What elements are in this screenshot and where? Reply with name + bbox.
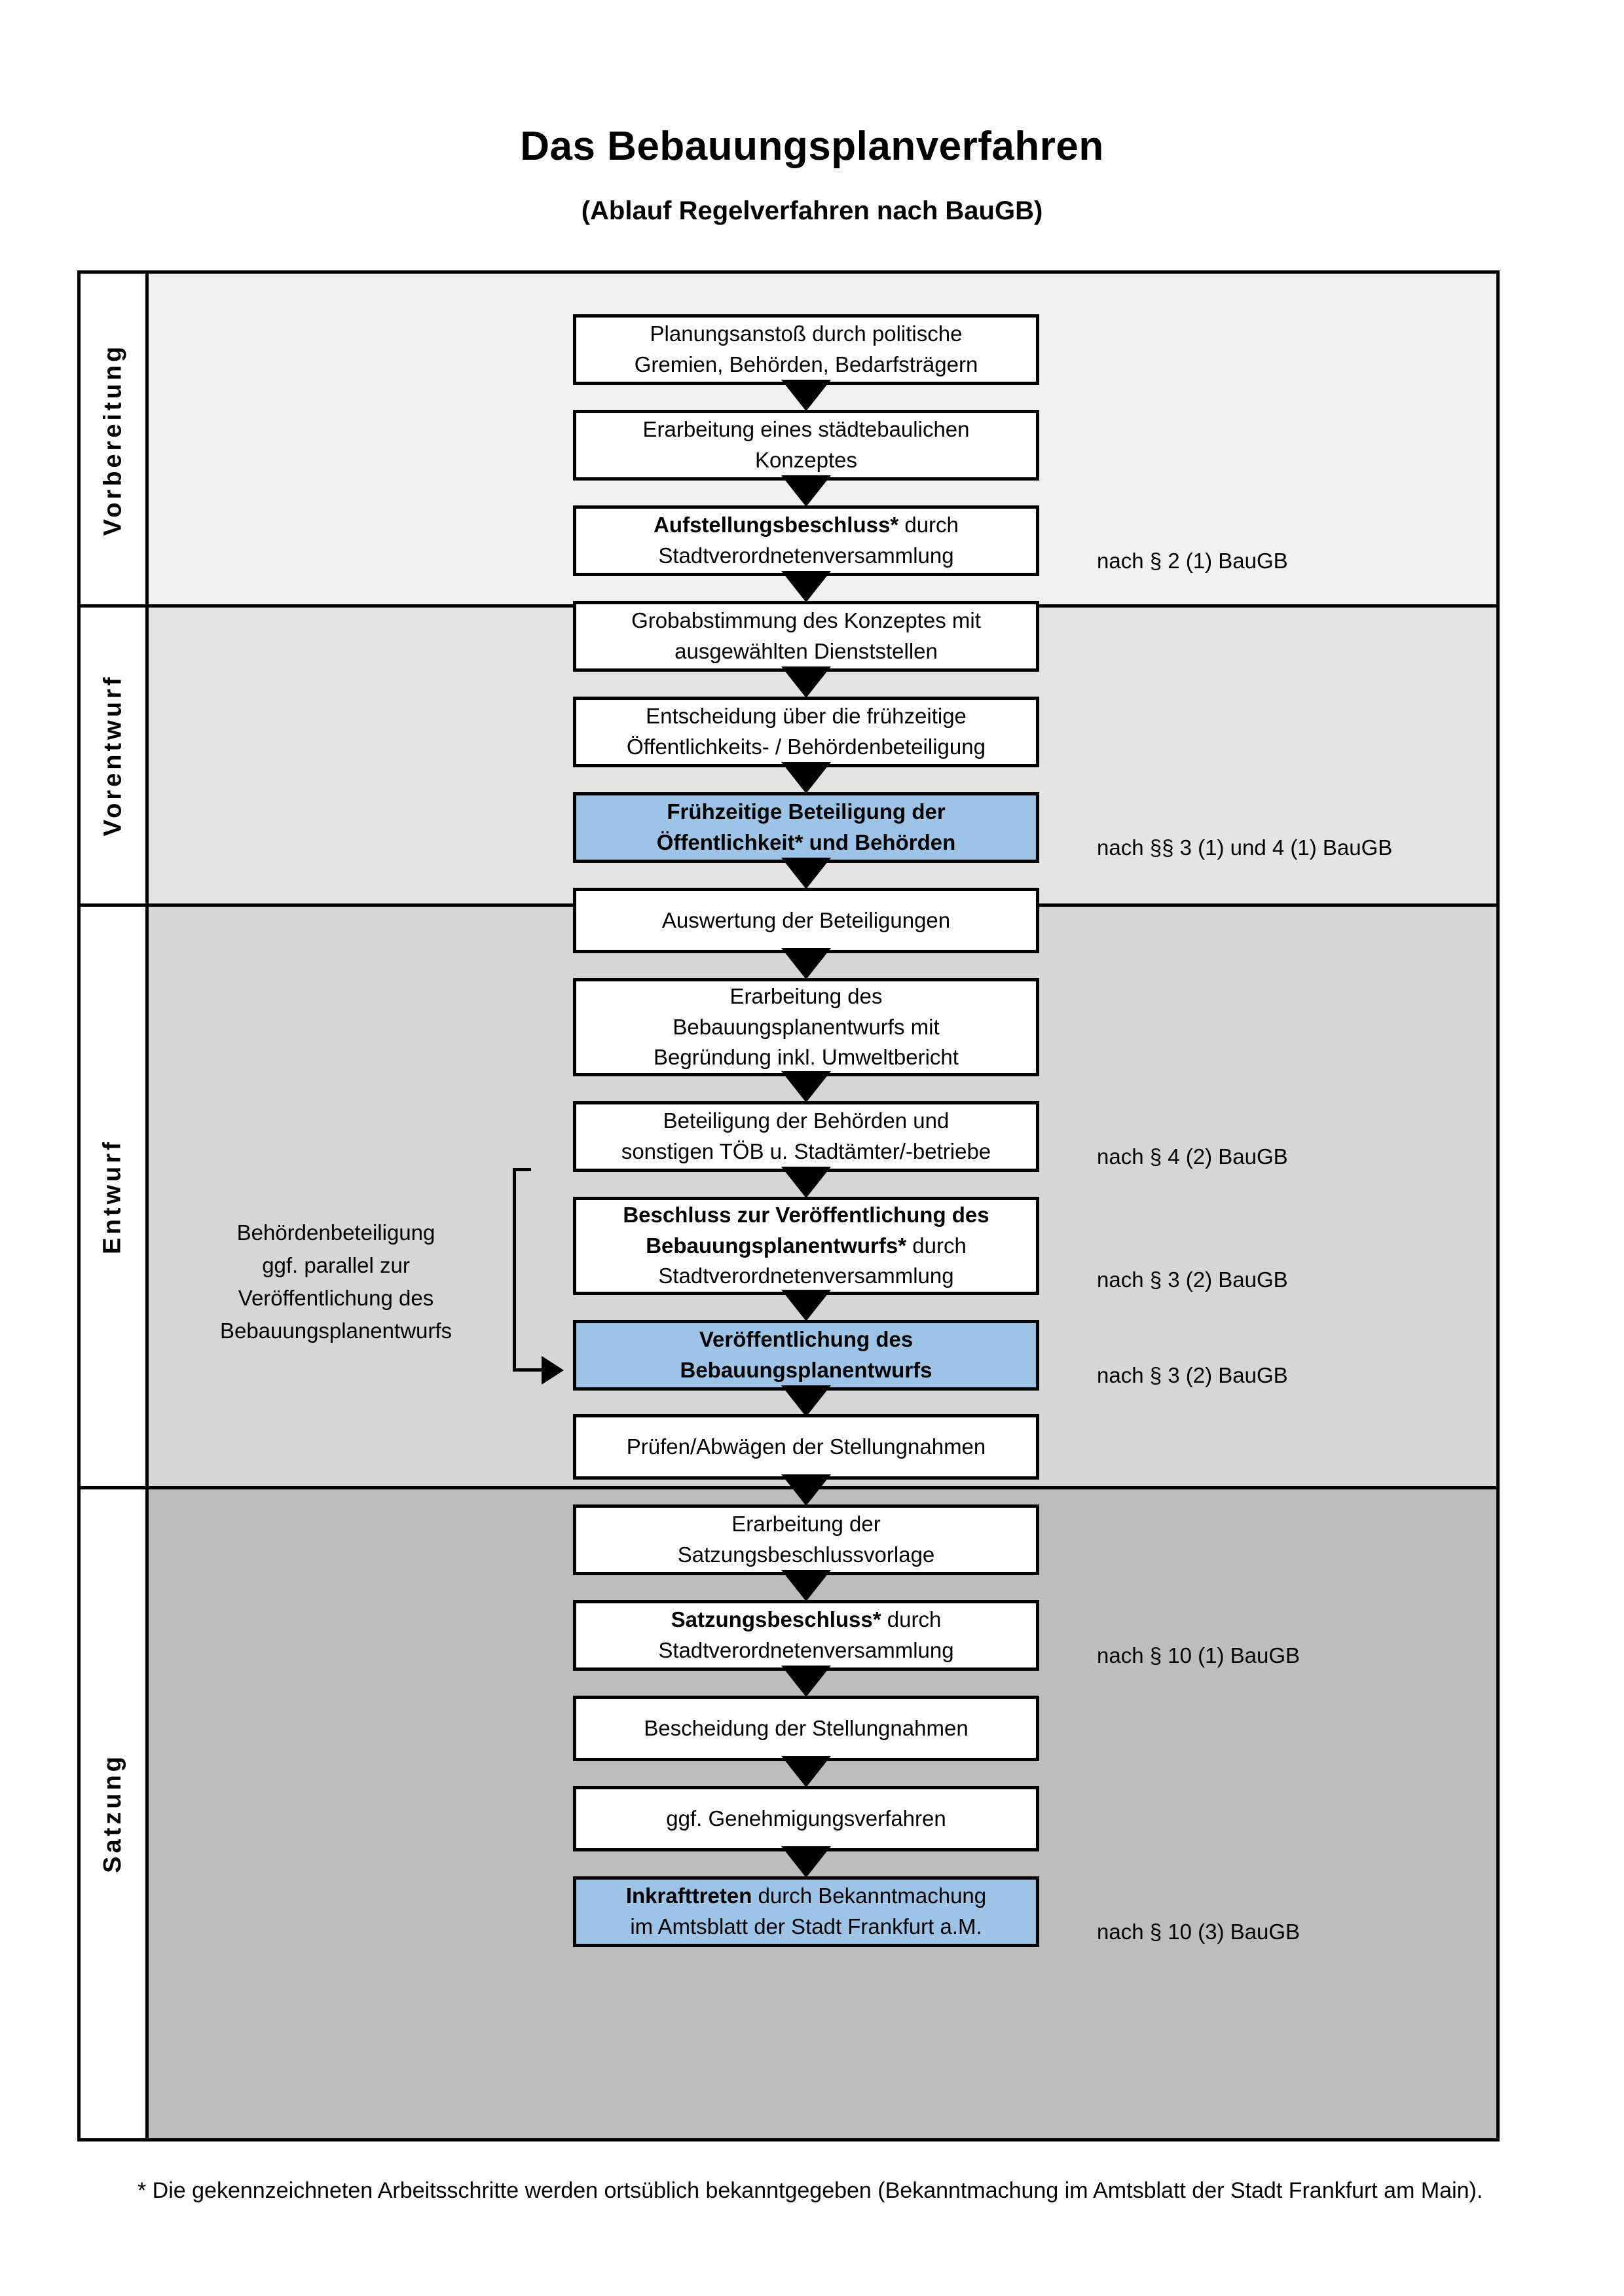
flow-arrow-down [781, 1071, 831, 1102]
flow-arrow-down [781, 475, 831, 507]
footnote: * Die gekennzeichneten Arbeitsschritte w… [138, 2178, 1483, 2203]
step-text-line: Begründung inkl. Umweltbericht [654, 1045, 959, 1070]
side-annotation-line: Bebauungsplanentwurfs [219, 1319, 452, 1343]
flow-arrow-down [781, 1846, 831, 1878]
legal-reference-satzungsbeschluss: nach § 10 (1) BauGB [1097, 1643, 1301, 1667]
side-annotation-line: Veröffentlichung des [238, 1286, 434, 1311]
step-text-line: sonstigen TÖB u. Stadtämter/-betriebe [621, 1139, 991, 1163]
process-step-beteiligung-behoerden-toeb[interactable]: Beteiligung der Behörden und sonstigen TÖ… [573, 1101, 1039, 1172]
flow-arrow-down [781, 1666, 831, 1697]
step-text-line: Satzungsbeschluss* durch [671, 1607, 942, 1632]
flow-arrow-down [781, 666, 831, 698]
flow-arrow-down [781, 1167, 831, 1198]
legal-reference-veroeffentlichung-bebauungsplanentwurf: nach § 3 (2) BauGB [1097, 1363, 1288, 1387]
step-text-line: Beteiligung der Behörden und [663, 1108, 950, 1133]
phase-label-text: Vorentwurf [99, 674, 126, 837]
page-subtitle: (Ablauf Regelverfahren nach BauGB) [581, 196, 1043, 226]
step-text-line: Entscheidung über die frühzeitige [646, 704, 967, 729]
side-annotation-line: Behördenbeteiligung [236, 1220, 435, 1245]
step-text-line: Gremien, Behörden, Bedarfsträgern [634, 352, 978, 376]
step-text-line: Erarbeitung der [731, 1512, 881, 1537]
step-text-line: Stadtverordnetenversammlung [658, 1638, 954, 1662]
step-text-line: Planungsanstoß durch politische [650, 321, 963, 346]
legal-reference-fruehzeitige-beteiligung: nach §§ 3 (1) und 4 (1) BauGB [1097, 835, 1393, 860]
process-step-inkrafttreten[interactable]: Inkrafttreten durch Bekanntmachung im Amt… [573, 1876, 1039, 1947]
step-text-line: Aufstellungsbeschluss* durch [654, 513, 959, 538]
side-annotation-line: ggf. parallel zur [262, 1253, 410, 1278]
step-text-line: Auswertung der Beteiligungen [661, 907, 951, 932]
process-step-bescheidung-stellungnahmen[interactable]: Bescheidung der Stellungnahmen [573, 1696, 1039, 1761]
phase-label-text: Satzung [99, 1753, 126, 1873]
flow-arrow-down [781, 762, 831, 793]
step-text-line: Stadtverordnetenversammlung [658, 543, 954, 568]
flow-arrow-down [781, 1756, 831, 1787]
step-text-line: Bebauungsplanentwurfs* durch [646, 1233, 967, 1258]
step-text-line: ausgewählten Dienststellen [674, 639, 938, 663]
step-text-line: Prüfen/Abwägen der Stellungnahmen [626, 1434, 986, 1459]
legal-reference-inkrafttreten: nach § 10 (3) BauGB [1097, 1920, 1301, 1944]
step-text-line: Erarbeitung des [729, 983, 883, 1008]
phase-label-text: Entwurf [99, 1138, 126, 1254]
phase-label-cell-satzung: Satzung [81, 1487, 149, 2138]
title-block: Das Bebauungsplanverfahren (Ablauf Regel… [0, 124, 1624, 226]
legal-reference-beteiligung-behoerden-toeb: nach § 4 (2) BauGB [1097, 1144, 1288, 1169]
flow-arrow-down [781, 571, 831, 602]
process-step-grobabstimmung[interactable]: Grobabstimmung des Konzeptes mit ausgewäh… [573, 601, 1039, 672]
flow-arrow-down [781, 1474, 831, 1506]
step-text-line: Beschluss zur Veröffentlichung des [623, 1202, 989, 1227]
legal-reference-aufstellungsbeschluss: nach § 2 (1) BauGB [1097, 549, 1288, 573]
process-step-auswertung-beteiligungen[interactable]: Auswertung der Beteiligungen [573, 888, 1039, 953]
connector-arrowhead-icon [542, 1356, 564, 1385]
process-step-genehmigungsverfahren[interactable]: ggf. Genehmigungsverfahren [573, 1786, 1039, 1851]
step-text-line: Frühzeitige Beteiligung der [667, 799, 946, 824]
step-text-line: Stadtverordnetenversammlung [658, 1264, 954, 1288]
connector-vertical-segment [513, 1168, 516, 1368]
flow-arrow-down [781, 1385, 831, 1417]
connector-top-segment [513, 1168, 531, 1171]
phase-label-cell-vorentwurf: Vorentwurf [81, 606, 149, 905]
step-text-line: Inkrafttreten durch Bekanntmachung [625, 1884, 987, 1908]
flow-arrow-down [781, 1290, 831, 1321]
connector-bottom-segment [513, 1368, 543, 1372]
step-text-line: ggf. Genehmigungsverfahren [666, 1806, 946, 1831]
flow-arrow-down [781, 858, 831, 889]
page-title: Das Bebauungsplanverfahren [520, 124, 1104, 169]
phase-label-cell-entwurf: Entwurf [81, 905, 149, 1487]
flow-arrow-down [781, 948, 831, 979]
step-text-line: Bescheidung der Stellungnahmen [644, 1715, 969, 1740]
process-step-pruefen-abwaegen[interactable]: Prüfen/Abwägen der Stellungnahmen [573, 1414, 1039, 1480]
step-text-line: Konzeptes [755, 448, 857, 472]
flow-arrow-down [781, 1570, 831, 1601]
step-text-line: Veröffentlichung des [699, 1327, 913, 1352]
step-text-line: Satzungsbeschlussvorlage [677, 1542, 935, 1567]
step-text-line: Bebauungsplanentwurfs [680, 1358, 932, 1382]
step-text-line: Öffentlichkeits- / Behördenbeteiligung [627, 735, 986, 759]
step-text-line: im Amtsblatt der Stadt Frankfurt a.M. [630, 1914, 982, 1939]
phase-label-text: Vorbereitung [99, 343, 127, 536]
legal-reference-beschluss-veroeffentlichung: nach § 3 (2) BauGB [1097, 1267, 1288, 1292]
step-text-line: Öffentlichkeit* und Behörden [656, 830, 956, 854]
phase-label-cell-vorbereitung: Vorbereitung [81, 274, 149, 606]
step-text-line: Bebauungsplanentwurfs mit [673, 1014, 940, 1039]
flow-arrow-down [781, 380, 831, 411]
step-text-line: Grobabstimmung des Konzeptes mit [631, 608, 981, 633]
step-text-line: Erarbeitung eines städtebaulichen [642, 417, 970, 442]
